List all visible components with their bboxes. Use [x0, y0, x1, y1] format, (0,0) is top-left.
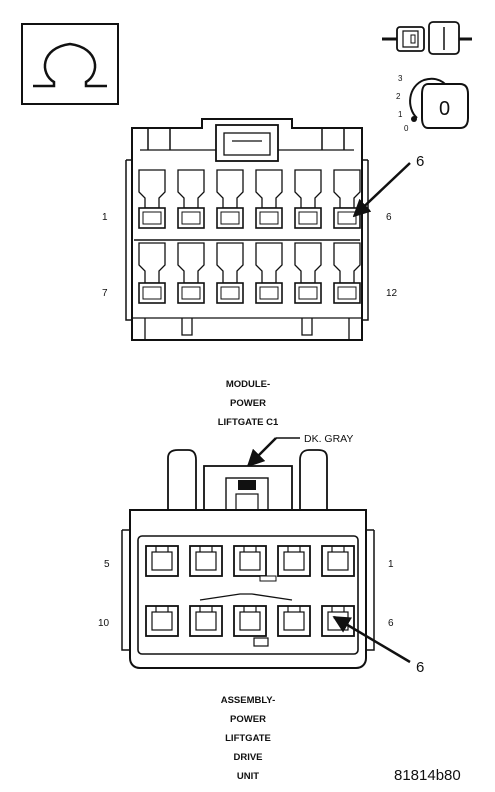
ignition-key-icon: 3 2 1 0 0	[396, 74, 469, 133]
key-position-3: 3	[398, 74, 403, 83]
c1-cavity-11	[294, 242, 322, 304]
c1-caption-line-1: MODULE-	[226, 379, 270, 390]
c1-cavity-12	[333, 242, 361, 304]
ohm-meter-icon	[21, 23, 119, 105]
du-cavity-2	[277, 545, 311, 577]
c1-cavity-6	[333, 169, 361, 229]
du-caption-line-1: ASSEMBLY-	[221, 695, 276, 706]
du-cavity-5	[145, 545, 179, 577]
du-cavity-4	[189, 545, 223, 577]
c1-cavity-grid	[138, 169, 361, 304]
c1-cavity-3	[216, 169, 244, 229]
c1-cavity-9	[216, 242, 244, 304]
wire-color-label: DK. GRAY	[304, 433, 353, 445]
connector-plug-icon	[382, 21, 472, 55]
du-pin-label-10: 10	[98, 618, 110, 629]
c1-pin-label-1: 1	[102, 212, 108, 223]
du-cavity-6	[321, 605, 355, 637]
c1-cavity-10	[255, 242, 283, 304]
du-caption-line-4: DRIVE	[233, 752, 262, 763]
c1-pin-label-6: 6	[386, 212, 392, 223]
key-position-0: 0	[404, 124, 409, 133]
du-cavity-8	[233, 605, 267, 637]
c1-cavity-1	[138, 169, 166, 229]
c1-cavity-2	[177, 169, 205, 229]
du-pin-label-1: 1	[388, 559, 394, 570]
c1-cavity-4	[255, 169, 283, 229]
connector-drive-unit	[121, 449, 375, 669]
du-pin-label-6: 6	[388, 618, 394, 629]
du-caption-line-2: POWER	[230, 714, 266, 725]
du-callout-number: 6	[416, 659, 424, 676]
du-cavity-9	[189, 605, 223, 637]
c1-cavity-7	[138, 242, 166, 304]
key-label: 0	[439, 98, 450, 120]
du-caption-line-3: LIFTGATE	[225, 733, 271, 744]
du-callout-arrow	[332, 615, 411, 664]
key-position-1: 1	[398, 110, 403, 119]
c1-pin-label-7: 7	[102, 288, 108, 299]
c1-cavity-8	[177, 242, 205, 304]
du-pin-label-5: 5	[104, 559, 110, 570]
drive-unit-cavity-grid	[145, 545, 355, 637]
c1-cavity-5	[294, 169, 322, 229]
c1-callout-arrow	[352, 162, 411, 218]
du-cavity-1	[321, 545, 355, 577]
figure-id: 81814b80	[394, 767, 461, 784]
c1-pin-label-12: 12	[386, 288, 398, 299]
du-cavity-3	[233, 545, 267, 577]
connector-c1	[125, 118, 369, 341]
c1-caption-line-3: LIFTGATE C1	[218, 417, 279, 428]
du-cavity-7	[277, 605, 311, 637]
du-caption-line-5: UNIT	[237, 771, 259, 782]
c1-callout-number: 6	[416, 153, 424, 170]
c1-caption-line-2: POWER	[230, 398, 266, 409]
du-cavity-10	[145, 605, 179, 637]
key-position-2: 2	[396, 92, 401, 101]
wire-color-arrow	[246, 437, 277, 468]
